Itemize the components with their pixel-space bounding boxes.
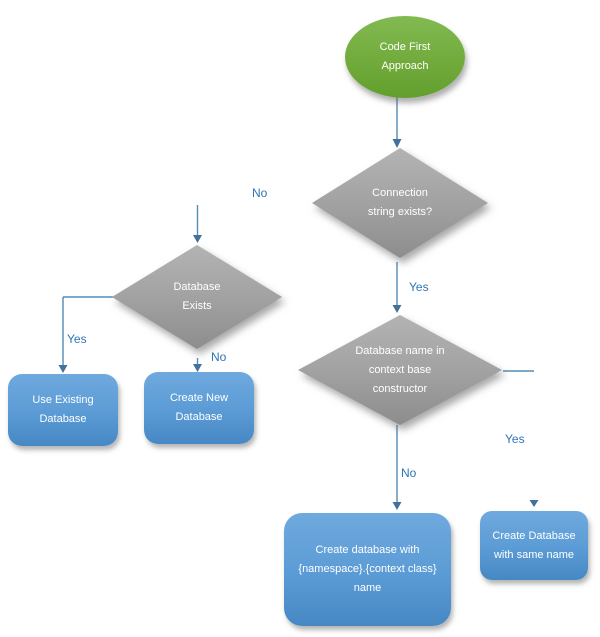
process-create-database-same-name: Create Database with same name (480, 511, 588, 580)
decision-connection-string-line2: string exists? (367, 206, 433, 218)
process-create-new-line1: Create New (169, 392, 229, 404)
edge-label-yes-database-name: Yes (505, 432, 525, 446)
process-use-existing-line1: Use Existing (32, 394, 94, 406)
arrowhead-same-name (529, 500, 539, 507)
decision-database-exists-line2: Exists (182, 300, 212, 312)
decision-connection-string-line1: Connection (372, 187, 428, 199)
decision-database-name-line2: context base (368, 363, 432, 376)
process-create-new-database: Create New Database (144, 372, 254, 444)
process-use-existing-line2: Database (39, 413, 87, 425)
decision-database-name-shape: Database name in context base constructo… (298, 315, 502, 425)
arrowhead-use-existing (58, 365, 68, 373)
decision-database-exists: Database Exists (112, 245, 282, 349)
process-create-database-with-namespace: Create database with {namespace}.{contex… (284, 513, 451, 626)
decision-database-name-line1: Database name in (355, 344, 445, 357)
edge-label-yes-database-exists: Yes (67, 332, 87, 346)
process-use-existing-database: Use Existing Database (8, 374, 118, 446)
arrowhead-database-name (392, 305, 402, 313)
process-same-name-line1: Create Database (492, 529, 576, 542)
decision-database-name-in-constructor: Database name in context base constructo… (298, 315, 502, 425)
arrowhead-database-exists (193, 235, 202, 243)
decision-connection-string-shape: Connection string exists? (312, 148, 488, 258)
decision-database-name-line3: constructor (372, 382, 428, 395)
edge-label-no-database-name: No (401, 466, 417, 480)
start-node-code-first-approach: Code First Approach (345, 16, 465, 98)
process-same-name-line2: with same name (493, 548, 575, 561)
start-node-text-line1: Code First (379, 41, 431, 53)
edge-label-no-database-exists: No (211, 350, 227, 364)
process-namespace-line3: name (353, 582, 382, 594)
edge-label-yes-connection-string: Yes (409, 280, 429, 294)
process-namespace-line2: {namespace}.{context class} (298, 563, 437, 575)
decision-database-exists-shape: Database Exists (112, 245, 282, 349)
decision-database-exists-line1: Database (173, 281, 221, 293)
decision-connection-string-exists: Connection string exists? (312, 148, 488, 258)
arrowhead-namespace-box (392, 502, 402, 510)
arrowhead-connection-string (392, 139, 402, 148)
arrowhead-create-new (193, 364, 202, 372)
start-node-text-line2: Approach (381, 60, 429, 72)
edge-label-no-connection-string: No (252, 186, 268, 200)
process-namespace-line1: Create database with (315, 544, 420, 556)
process-create-new-line2: Database (175, 411, 223, 423)
